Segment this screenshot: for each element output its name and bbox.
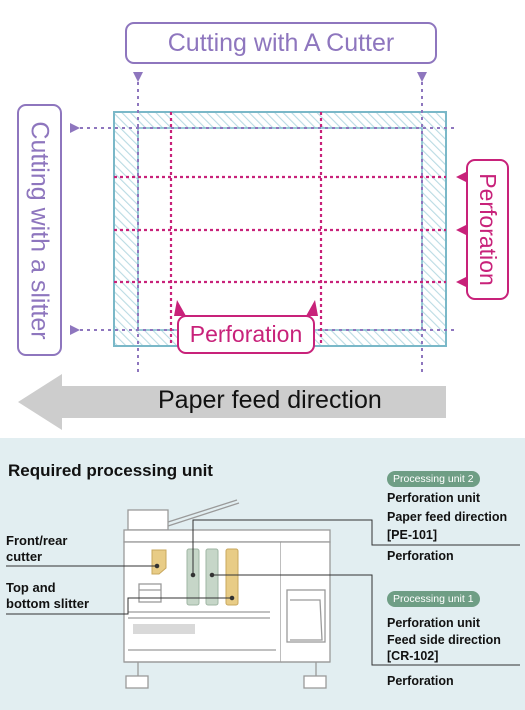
front-rear-cutter-unit (151, 549, 167, 575)
leader-unit-1 (212, 574, 520, 666)
perforation-markers (174, 172, 466, 316)
perforation-right-label-box: Perforation (466, 159, 509, 300)
perforation-arrow-v1 (174, 300, 186, 316)
top-bottom-slitter-label: Top and bottom slitter (6, 580, 90, 611)
processing-unit-title: Required processing unit (8, 461, 213, 480)
unit1-name: Perforation unit (387, 616, 481, 630)
unit2-direction: Paper feed direction (387, 510, 508, 524)
perforation-right-label: Perforation (475, 173, 502, 286)
cutter-markers (133, 72, 427, 82)
cutter-label-box: Cutting with A Cutter (125, 22, 437, 64)
perforation-arrow-v2 (306, 300, 318, 316)
leader-lines (6, 519, 520, 666)
feed-direction-arrow (18, 374, 446, 430)
perforation-arrow-h3 (456, 277, 466, 287)
processing-unit-1-badge: Processing unit 1 (387, 591, 480, 607)
unit1-direction: Feed side direction (387, 633, 501, 647)
perforation-arrow-h1 (456, 172, 466, 182)
perforation-bottom-label-box: Perforation (177, 315, 315, 354)
slitter-label-box: Cutting with a slitter (17, 104, 62, 356)
slitter-label: Cutting with a slitter (26, 120, 55, 340)
top-bottom-slitter-unit (225, 548, 239, 606)
slitter-arrow-top (70, 123, 80, 133)
unit1-code: [CR-102] (387, 649, 439, 663)
unit2-code: [PE-101] (387, 528, 438, 542)
cutting-diagram (18, 72, 466, 430)
leader-unit-2 (192, 519, 520, 575)
cutter-arrow-left (133, 72, 143, 82)
unit1-function: Perforation (387, 674, 454, 688)
perforation-bottom-label: Perforation (189, 321, 303, 347)
machine-outline (123, 499, 331, 689)
slitter-arrow-bottom (70, 325, 80, 335)
cutter-arrow-right (417, 72, 427, 82)
machine-illustration (6, 499, 520, 689)
unit2-name: Perforation unit (387, 491, 481, 505)
processing-unit-2-badge: Processing unit 2 (387, 471, 480, 487)
front-rear-cutter-label: Front/rear cutter (6, 533, 68, 564)
perforation-arrow-h2 (456, 225, 466, 235)
slitter-markers (70, 123, 80, 335)
feed-direction-label: Paper feed direction (158, 386, 382, 414)
unit2-function: Perforation (387, 549, 454, 563)
cutter-label: Cutting with A Cutter (167, 28, 395, 57)
perforation-lines (114, 112, 446, 346)
leader-top-bottom-slitter (6, 597, 232, 615)
